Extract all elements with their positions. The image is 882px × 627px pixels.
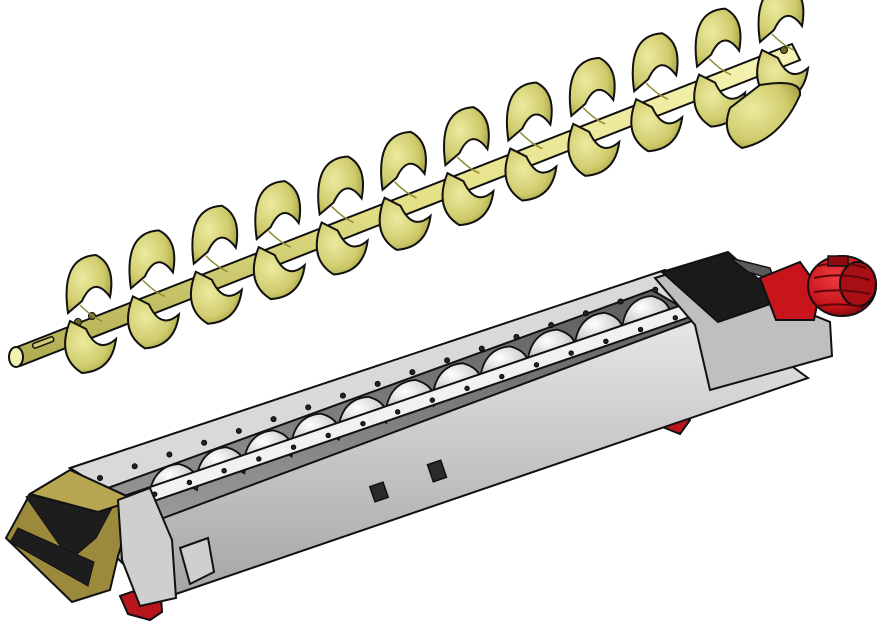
rim-bolt <box>235 427 242 434</box>
rim-bolt <box>652 286 659 293</box>
rim-bolt <box>499 373 505 380</box>
rim-bolt <box>131 463 138 470</box>
rim-bolt <box>478 345 485 352</box>
rim-bolt <box>221 468 227 474</box>
screw-conveyor <box>4 250 877 622</box>
rim-bolt <box>339 392 346 399</box>
rim-bolt <box>394 409 401 415</box>
motor-terminal-box <box>827 255 849 267</box>
drive-motor <box>758 255 877 321</box>
rim-bolt <box>325 432 331 439</box>
rim-bolt <box>568 350 574 356</box>
rim-bolt <box>305 404 312 411</box>
rim-bolt <box>186 479 193 486</box>
auger-flight <box>189 204 244 325</box>
inlet-end-cover <box>4 468 138 604</box>
auger-tail-blade <box>726 82 802 150</box>
rim-bolt <box>513 333 520 340</box>
rim-bolt <box>548 322 555 329</box>
rim-bolt <box>270 416 277 423</box>
rim-bolt <box>290 444 297 450</box>
rim-bolt <box>533 362 540 368</box>
rim-bolt <box>166 451 173 458</box>
rim-bolt <box>637 326 644 333</box>
rim-bolt <box>603 338 609 344</box>
inlet-stripe-black <box>9 527 95 587</box>
auger-bolt-hole <box>780 46 788 54</box>
motor-end-cap <box>839 261 877 307</box>
auger-flight <box>378 130 432 251</box>
auger-flight <box>64 253 118 375</box>
rim-bolt <box>617 298 624 305</box>
rim-bolt <box>582 310 589 317</box>
rim-bolt <box>464 385 470 392</box>
rim-bolt <box>256 456 262 462</box>
auger-flight <box>127 229 181 350</box>
rim-bolt <box>672 315 678 321</box>
auger-shaft-end <box>8 346 24 368</box>
rim-bolt <box>409 369 416 376</box>
trough-clamp <box>368 481 390 503</box>
screw-auger <box>8 0 810 375</box>
rim-bolt <box>429 397 436 403</box>
rim-bolt <box>360 420 366 427</box>
rim-bolt <box>201 439 208 446</box>
rim-bolt <box>374 380 381 387</box>
rim-bolt <box>444 357 451 364</box>
inlet-lower-bracket <box>178 536 216 586</box>
auger-flight <box>630 32 684 153</box>
auger-flight <box>504 81 558 202</box>
rim-bolt <box>97 474 104 481</box>
auger-flight <box>252 180 307 301</box>
auger-flight <box>567 56 621 177</box>
rim-bolts <box>97 274 713 509</box>
auger-flight <box>441 106 495 227</box>
inlet-flange-plate <box>116 486 178 608</box>
trough-clamp <box>426 459 448 483</box>
auger-keyway <box>31 336 55 349</box>
auger-flight <box>315 155 369 276</box>
